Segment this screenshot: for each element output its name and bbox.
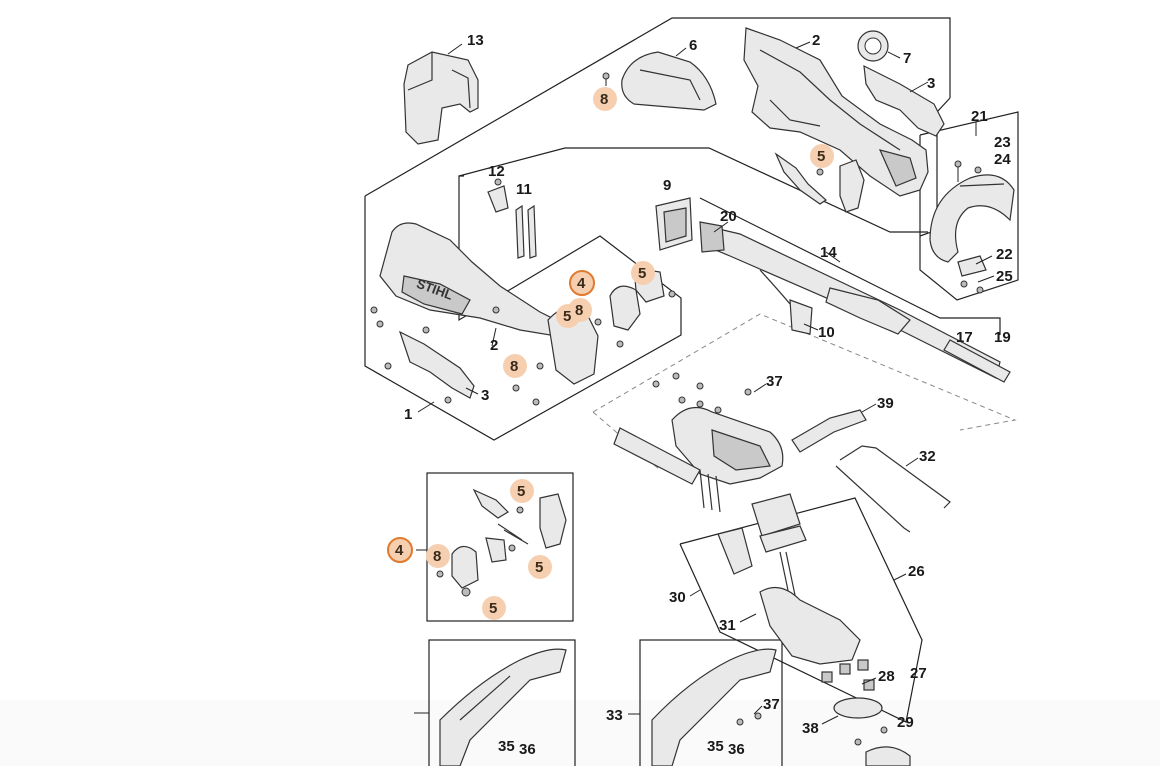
part-1-main-housing: STIHL [379, 222, 561, 337]
callout-20: 20 [720, 208, 737, 225]
callout-35-left: 35 [498, 738, 515, 755]
callout-38: 38 [802, 720, 819, 737]
callout-3-top: 3 [927, 75, 935, 92]
callout-8-top: 8 [600, 91, 608, 108]
callout-26: 26 [908, 563, 925, 580]
part-11-leads [515, 204, 537, 259]
callout-37-low: 37 [763, 696, 780, 713]
part-motor-housing [613, 372, 784, 513]
callout-2-mid: 2 [490, 337, 498, 354]
callout-8-low: 8 [510, 358, 518, 375]
callout-3-low: 3 [481, 387, 489, 404]
callout-30: 30 [669, 589, 686, 606]
callout-33: 33 [606, 707, 623, 724]
part-3-plate-top [863, 64, 945, 137]
frame-33-left [428, 639, 576, 766]
callout-36-left: 36 [519, 741, 536, 758]
callout-11: 11 [516, 181, 532, 198]
part-3-handle-bottom [398, 330, 475, 399]
part-7-disc [857, 30, 889, 62]
callout-5-kit-b: 5 [535, 559, 543, 576]
bottom-shade [0, 700, 1160, 766]
frame-main-housing [364, 17, 1001, 441]
part-32-bracket [835, 445, 951, 533]
leader-lines [414, 41, 995, 725]
callout-31: 31 [719, 617, 736, 634]
callout-2-top: 2 [812, 32, 820, 49]
callout-8-mid: 8 [575, 302, 583, 319]
callout-4-mid: 4 [577, 275, 586, 292]
highlight-markers [387, 87, 834, 620]
callout-13: 13 [467, 32, 484, 49]
screws-housing [370, 306, 544, 406]
callout-25: 25 [996, 268, 1013, 285]
part-20-14-shaft [699, 221, 1001, 379]
frame-kit-4 [426, 472, 574, 622]
callout-23: 23 [994, 134, 1011, 151]
part-12-connector [487, 178, 509, 213]
part-33-cover-left [439, 648, 567, 766]
part-head-28-29 [821, 659, 911, 766]
callout-29: 29 [897, 714, 914, 731]
callout-5-kit-c: 5 [489, 600, 497, 617]
frame-21-guard [919, 111, 1019, 301]
callout-6: 6 [689, 37, 697, 54]
part-33-cover-right [651, 648, 777, 766]
part-9-module [655, 197, 693, 251]
callout-14: 14 [820, 244, 837, 261]
callout-39: 39 [877, 395, 894, 412]
callout-21: 21 [971, 108, 988, 125]
part-13-cover [403, 51, 479, 145]
callout-5-kit-a: 5 [517, 483, 525, 500]
frame-gearhead-26 [679, 497, 923, 723]
part-26-gearhead [717, 493, 861, 665]
callout-4-kit: 4 [395, 542, 404, 559]
callout-17: 17 [956, 329, 973, 346]
callout-1: 1 [404, 406, 412, 423]
callout-5-top: 5 [817, 148, 825, 165]
callout-36-right: 36 [728, 741, 745, 758]
callout-8-kit: 8 [433, 548, 441, 565]
part-19-sleeve [943, 339, 1011, 383]
callout-5-mid-b: 5 [563, 308, 571, 325]
callout-5-mid-a: 5 [638, 265, 646, 282]
callout-28: 28 [878, 668, 895, 685]
callout-32: 32 [919, 448, 936, 465]
callout-22: 22 [996, 246, 1013, 263]
part-4-switch-mid [547, 267, 676, 385]
callout-7: 7 [903, 50, 911, 67]
part-5-switch-top [774, 152, 865, 213]
callout-24: 24 [994, 151, 1011, 168]
callout-10: 10 [818, 324, 835, 341]
part-2-housing-top [743, 27, 929, 197]
callout-12: 12 [488, 163, 505, 180]
callout-35-right: 35 [707, 738, 724, 755]
part-6-top-cover [602, 51, 717, 111]
kit-4-parts [436, 488, 567, 597]
part-39-handle [791, 409, 867, 453]
part-21-guard [929, 160, 1015, 294]
callout-labels: 13 6 2 7 3 8 5 21 23 24 12 11 9 20 14 22… [395, 32, 1013, 758]
callout-19: 19 [994, 329, 1011, 346]
frame-33-right [639, 639, 783, 766]
callout-27: 27 [910, 665, 927, 682]
callout-9: 9 [663, 177, 671, 194]
callout-37-top: 37 [766, 373, 783, 390]
